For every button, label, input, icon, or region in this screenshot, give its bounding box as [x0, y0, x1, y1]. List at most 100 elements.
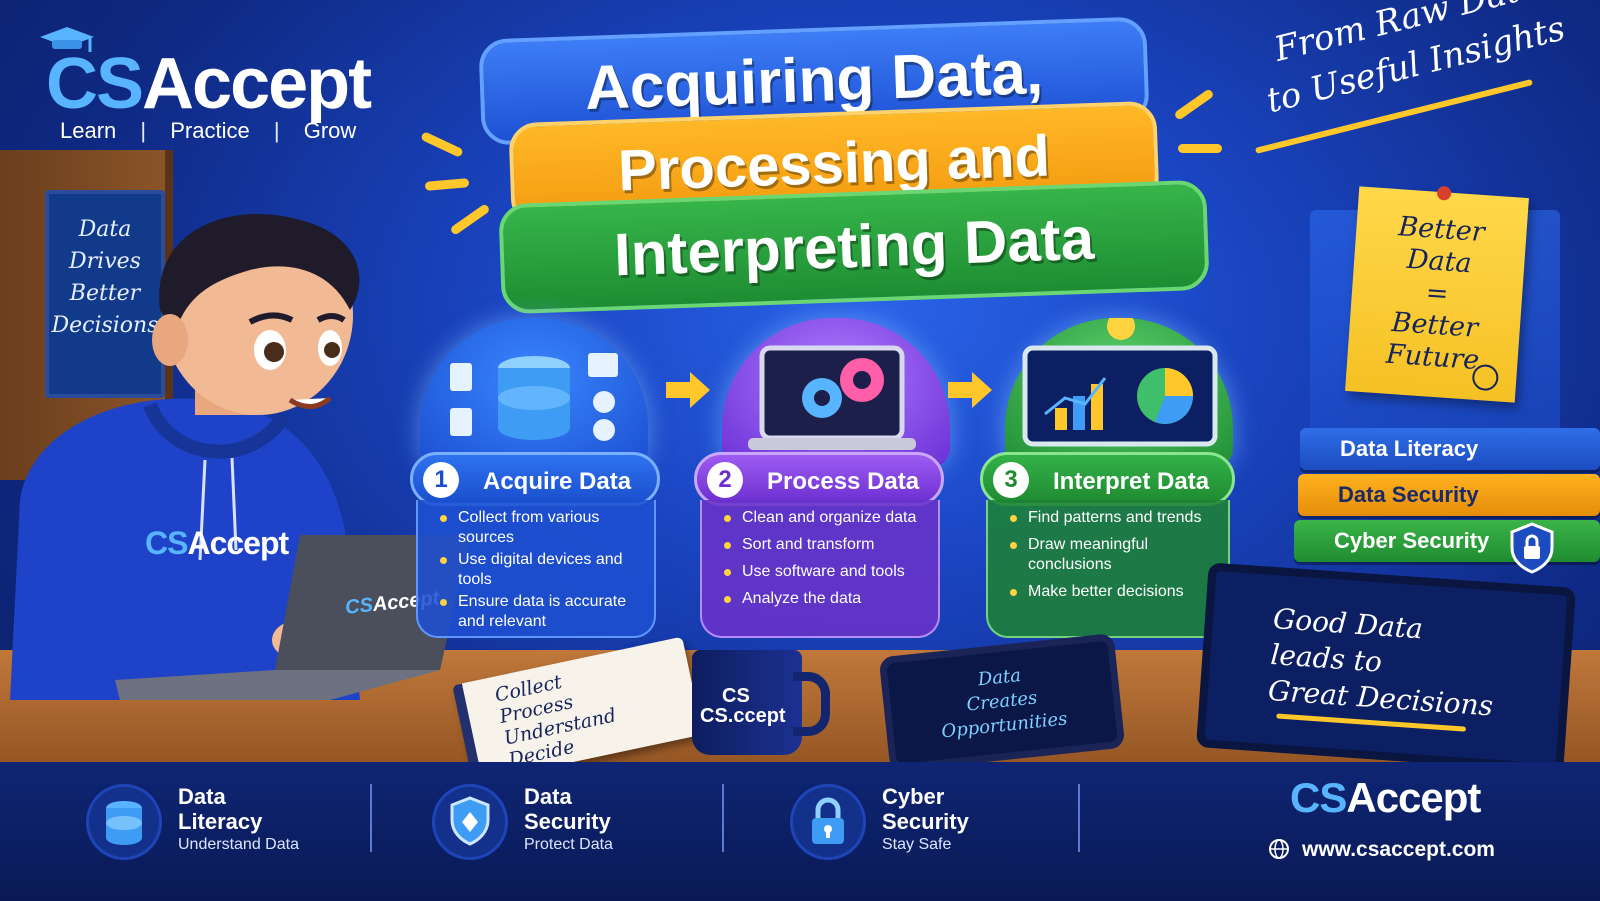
step-2-header: 2 Process Data	[694, 452, 944, 506]
step-3-header: 3 Interpret Data	[980, 452, 1235, 506]
step-title: Interpret Data	[1053, 468, 1210, 495]
lock-icon	[812, 797, 844, 844]
feature-title-line: Cyber	[882, 784, 945, 809]
step-3-bullets: Find patterns and trends Draw meaningful…	[986, 500, 1230, 638]
step-number: 1	[423, 462, 459, 498]
step-number: 3	[993, 462, 1029, 498]
mug-logo-line-1: CS	[722, 685, 750, 707]
footer: Data Literacy Understand Data Data Secur…	[0, 762, 1600, 901]
feature-title-line: Data	[524, 784, 572, 809]
feature-title-line: Security	[524, 809, 611, 834]
arrow-right-icon	[948, 372, 992, 408]
interpret-illustration	[1005, 318, 1233, 468]
brand-tagline: Learn | Practice | Grow	[60, 118, 356, 144]
bullet-item: Find patterns and trends	[1010, 508, 1214, 528]
bullet-item: Ensure data is accurate and relevant	[440, 592, 640, 632]
title-line-3: Interpreting Data	[498, 179, 1210, 315]
board-line: Better	[69, 281, 141, 306]
globe-icon	[593, 419, 615, 441]
footer-divider	[370, 784, 372, 852]
footer-url-text[interactable]: www.csaccept.com	[1302, 838, 1495, 861]
bookshelf: Data Drives Better Decisions	[0, 150, 173, 480]
sparkle-mark	[420, 131, 464, 158]
sparkle-mark	[424, 178, 470, 191]
tagline-separator: |	[273, 118, 280, 143]
sparkle-mark	[1178, 144, 1222, 153]
sparkle-mark	[1173, 88, 1215, 121]
step-title: Acquire Data	[483, 468, 632, 495]
process-illustration	[722, 318, 950, 468]
step-2-bullets: Clean and organize data Sort and transfo…	[700, 500, 940, 638]
bullet-item: Use software and tools	[724, 562, 924, 582]
book-data-security: Data Security	[1298, 474, 1600, 516]
chalkboard: Data Drives Better Decisions	[45, 190, 165, 398]
coffee-mug	[692, 650, 830, 755]
footer-url[interactable]: www.csaccept.com	[1268, 838, 1495, 862]
step-number: 2	[707, 462, 743, 498]
hoodie-logo-prefix: CS	[145, 525, 188, 561]
feature-icon-circle	[432, 784, 508, 860]
shield-lock-icon	[1510, 522, 1554, 574]
bullet-item: Use digital devices and tools	[440, 550, 640, 590]
footer-divider	[722, 784, 724, 852]
image-icon	[588, 353, 618, 377]
feature-subtitle: Stay Safe	[882, 836, 952, 853]
feature-title: Data Literacy	[178, 784, 262, 834]
pin-icon	[1436, 185, 1452, 201]
mug-logo-line-2: CS.ccept	[700, 705, 786, 727]
footer-logo-prefix: CS	[1290, 774, 1347, 821]
bullet-item: Make better decisions	[1010, 582, 1214, 602]
document-icon	[450, 408, 472, 436]
arrow-right-icon	[666, 372, 710, 408]
graduation-cap-icon	[40, 27, 94, 52]
lightbulb-icon	[1107, 318, 1135, 340]
bullet-item: Analyze the data	[724, 589, 924, 609]
feature-subtitle: Understand Data	[178, 836, 299, 853]
database-icon	[498, 356, 570, 440]
brand-prefix: CS	[46, 44, 144, 124]
tablet: Data Creates Opportunities	[878, 632, 1126, 773]
footer-logo: CSAccept	[1290, 774, 1481, 822]
feature-title-line: Security	[882, 809, 969, 834]
feature-subtitle: Protect Data	[524, 836, 613, 853]
hoodie-logo-suffix: Accept	[187, 525, 289, 561]
tagline-separator: |	[140, 118, 147, 143]
feature-title-line: Data	[178, 784, 226, 809]
hoodie-logo: CSAccept	[145, 525, 289, 562]
student-illustration	[10, 214, 470, 700]
bullet-item: Draw meaningful conclusions	[1010, 535, 1214, 575]
acquire-illustration	[420, 318, 648, 468]
board-line: Data	[78, 217, 132, 242]
tagline-grow: Grow	[303, 118, 357, 143]
feature-title: Data Security	[524, 784, 611, 834]
chart-monitor-icon	[1022, 345, 1218, 447]
laptop-logo-prefix: CS	[344, 594, 375, 619]
settings-icon	[593, 391, 615, 413]
shield-icon	[450, 796, 490, 846]
slogan: From Raw Data to Useful Insights	[1250, 0, 1574, 125]
bullet-item: Clean and organize data	[724, 508, 924, 528]
sticky-note: Better Data = Better Future	[1345, 185, 1529, 403]
tagline-learn: Learn	[60, 118, 117, 143]
book-data-literacy: Data Literacy	[1300, 428, 1600, 470]
step-1-header: 1 Acquire Data	[410, 452, 660, 506]
step-title: Process Data	[767, 468, 920, 495]
board-line: Decisions	[51, 313, 159, 338]
database-icon	[106, 801, 142, 845]
feature-title-line: Literacy	[178, 809, 263, 834]
mug-logo: CS CS.ccept	[700, 686, 786, 726]
document-icon	[450, 363, 472, 391]
step-1-bullets: Collect from various sources Use digital…	[416, 500, 656, 638]
smiley-icon	[1471, 363, 1500, 392]
brand-suffix: Accept	[142, 44, 372, 124]
monitor: Good Data leads to Great Decisions	[1195, 562, 1577, 773]
footer-divider	[1078, 784, 1080, 852]
feature-title: Cyber Security	[882, 784, 969, 834]
bullet-item: Sort and transform	[724, 535, 924, 555]
globe-icon	[1269, 839, 1289, 859]
board-line: Drives	[69, 249, 141, 274]
book-cyber-security: Cyber Security	[1294, 520, 1600, 562]
laptop-gears-icon	[748, 345, 916, 450]
brand-wordmark: CSAccept	[46, 43, 372, 125]
feature-icon-circle	[790, 784, 866, 860]
